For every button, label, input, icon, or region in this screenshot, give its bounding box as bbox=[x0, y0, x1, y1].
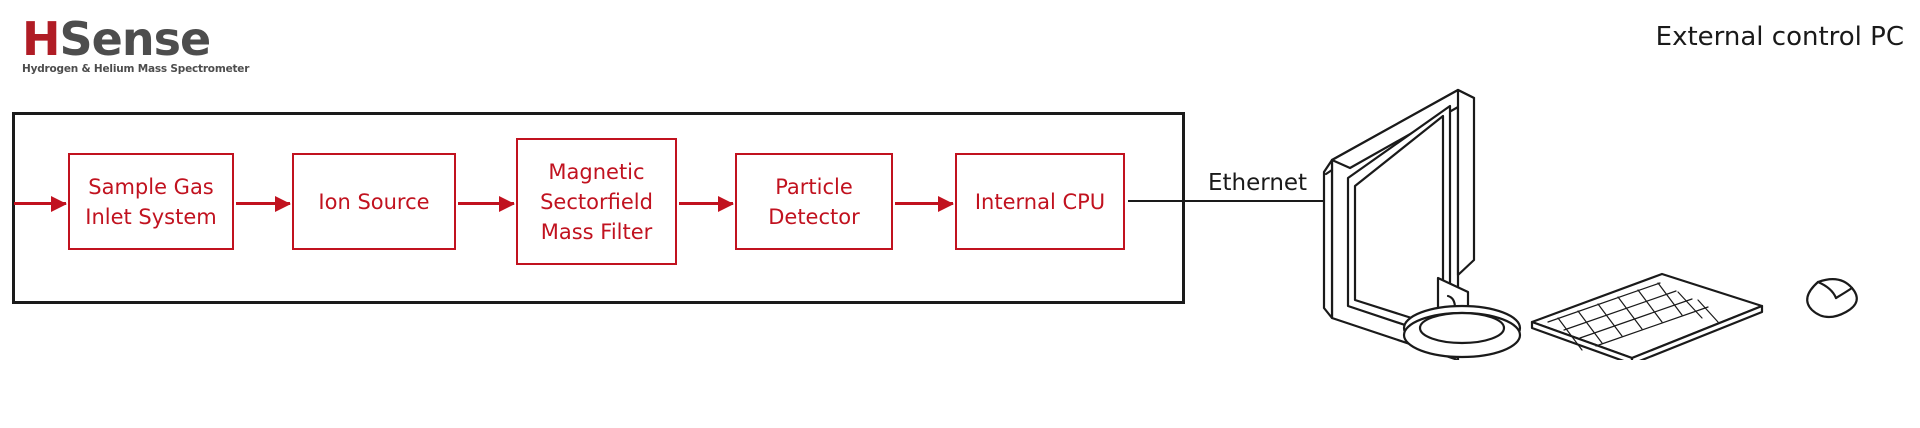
arrow-detector-to-cpu bbox=[895, 195, 954, 212]
arrow-sample-inlet bbox=[14, 195, 67, 212]
arrow-ion-source-to-mass-filter bbox=[458, 195, 515, 212]
block-label-line: Particle bbox=[775, 174, 853, 199]
block-label-line: Magnetic bbox=[548, 159, 645, 184]
mouse-icon bbox=[1806, 277, 1858, 319]
block-label-line: Detector bbox=[768, 204, 860, 229]
arrow-inlet-to-ion-source bbox=[236, 195, 291, 212]
monitor-base bbox=[1402, 304, 1522, 359]
keyboard-icon bbox=[1530, 272, 1764, 366]
external-pc-illustration bbox=[1310, 60, 1910, 366]
block-label-line: Ion Source bbox=[318, 189, 430, 214]
block-sample-gas-inlet-system[interactable]: Sample Gas Inlet System bbox=[68, 153, 234, 250]
block-magnetic-sectorfield-mass-filter[interactable]: Magnetic Sectorfield Mass Filter bbox=[516, 138, 677, 265]
ethernet-connection-line bbox=[1128, 200, 1332, 202]
ethernet-label: Ethernet bbox=[1208, 170, 1308, 196]
block-label-line: Sample Gas bbox=[88, 174, 214, 199]
logo-text-sense: Sense bbox=[59, 12, 212, 66]
block-ion-source[interactable]: Ion Source bbox=[292, 153, 456, 250]
logo-letter-h: H bbox=[22, 12, 60, 66]
arrow-mass-filter-to-detector bbox=[679, 195, 734, 212]
hsense-logo: HSense Hydrogen & Helium Mass Spectromet… bbox=[22, 14, 282, 86]
block-label-line: Sectorfield bbox=[540, 189, 653, 214]
computer-svg bbox=[1322, 88, 1858, 366]
block-label-line: Internal CPU bbox=[974, 189, 1106, 214]
external-control-pc-title: External control PC bbox=[1655, 22, 1904, 52]
logo-wordmark: HSense bbox=[22, 14, 282, 64]
block-internal-cpu[interactable]: Internal CPU bbox=[955, 153, 1125, 250]
block-particle-detector[interactable]: Particle Detector bbox=[735, 153, 893, 250]
logo-tagline: Hydrogen & Helium Mass Spectrometer bbox=[22, 63, 250, 75]
process-flow: Sample Gas Inlet System Ion Source Magne… bbox=[0, 138, 1200, 265]
block-label-line: Mass Filter bbox=[540, 219, 653, 244]
block-label-line: Inlet System bbox=[85, 204, 217, 229]
